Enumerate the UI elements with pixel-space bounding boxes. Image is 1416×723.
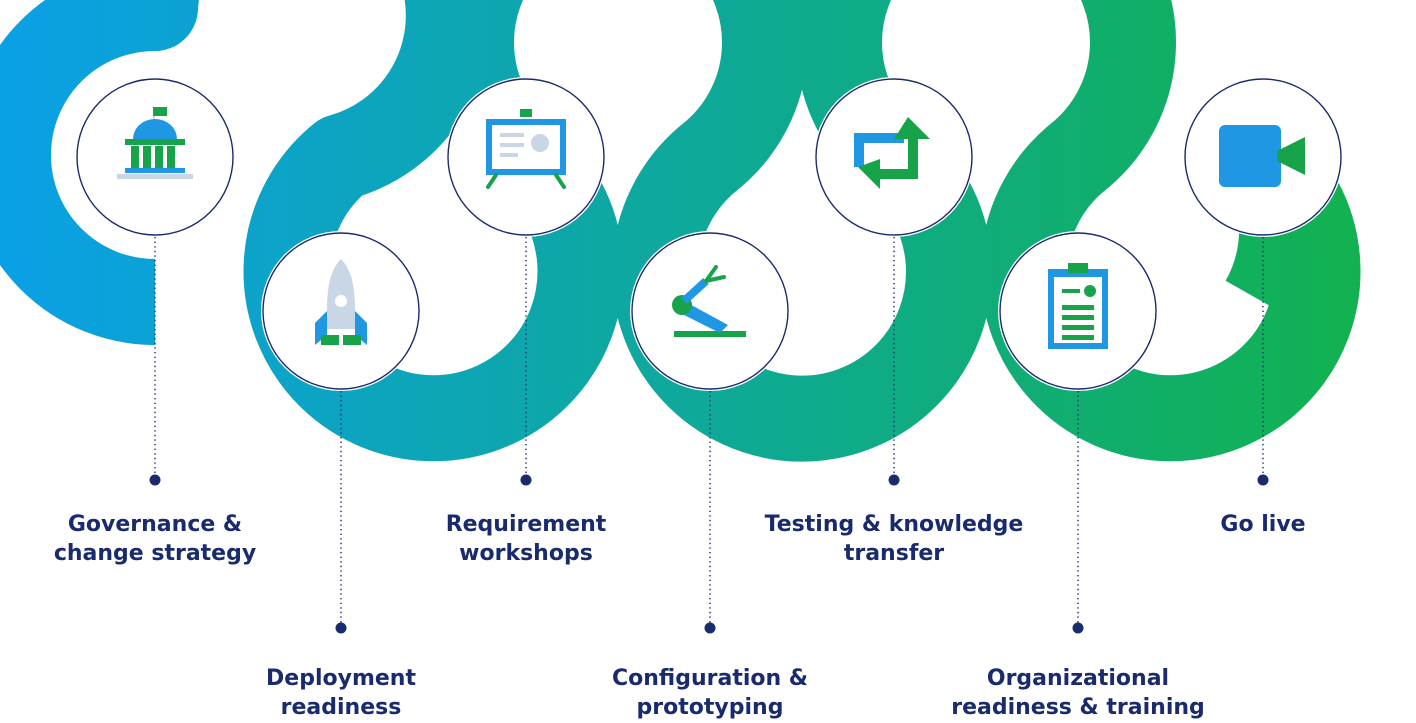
- leader-dot: [704, 622, 716, 634]
- step-label-line: prototyping: [636, 695, 784, 720]
- rocket-icon: [315, 259, 367, 345]
- government-building-icon: [117, 107, 193, 179]
- step-label-line: Governance &: [67, 512, 243, 537]
- step-label: Configuration & prototyping: [560, 664, 860, 722]
- leader-dot: [520, 474, 532, 486]
- leader-dot: [1257, 474, 1269, 486]
- video-camera-icon: [1219, 125, 1305, 187]
- step-circle: [814, 77, 974, 237]
- presentation-board-icon: [486, 109, 566, 189]
- process-step: [446, 77, 606, 486]
- process-step: [1183, 77, 1343, 486]
- process-step: [261, 231, 421, 634]
- step-label-line: Requirement: [445, 512, 607, 537]
- step-label-line: workshops: [459, 541, 593, 566]
- step-label-line: Configuration &: [611, 666, 808, 691]
- step-label-line: Organizational: [986, 666, 1170, 691]
- step-label: Go live: [1113, 510, 1413, 539]
- process-step: [75, 77, 235, 486]
- step-label: Requirement workshops: [376, 510, 676, 568]
- step-circle-outline: [76, 78, 234, 236]
- step-label: Testing & knowledge transfer: [744, 510, 1044, 568]
- step-label: Governance & change strategy: [5, 510, 305, 568]
- step-circle: [630, 231, 790, 391]
- robotic-arm-icon: [672, 265, 746, 337]
- process-step: [630, 231, 790, 634]
- serpentine-band: [0, 0, 1361, 462]
- step-label-line: transfer: [843, 541, 945, 566]
- step-label-line: change strategy: [53, 541, 257, 566]
- step-circle-outline: [815, 78, 973, 236]
- step-circle-outline: [631, 232, 789, 390]
- leader-dot: [1072, 622, 1084, 634]
- cycle-arrows-icon: [854, 117, 930, 189]
- step-label-line: readiness: [280, 695, 402, 720]
- leader-dot: [149, 474, 161, 486]
- step-circle-outline: [447, 78, 605, 236]
- leader-dot: [888, 474, 900, 486]
- step-label-line: Go live: [1220, 512, 1306, 537]
- process-step: [998, 231, 1158, 634]
- step-circle-outline: [262, 232, 420, 390]
- clipboard-icon: [1048, 263, 1108, 349]
- step-circle-outline: [999, 232, 1157, 390]
- step-label-line: Testing & knowledge: [764, 512, 1024, 537]
- step-label-line: readiness & training: [951, 695, 1205, 720]
- process-step: [814, 77, 974, 486]
- step-circle-outline: [1184, 78, 1342, 236]
- step-label-line: Deployment: [266, 666, 416, 691]
- step-label: Organizational readiness & training: [928, 664, 1228, 722]
- leader-dot: [335, 622, 347, 634]
- step-label: Deployment readiness: [191, 664, 491, 722]
